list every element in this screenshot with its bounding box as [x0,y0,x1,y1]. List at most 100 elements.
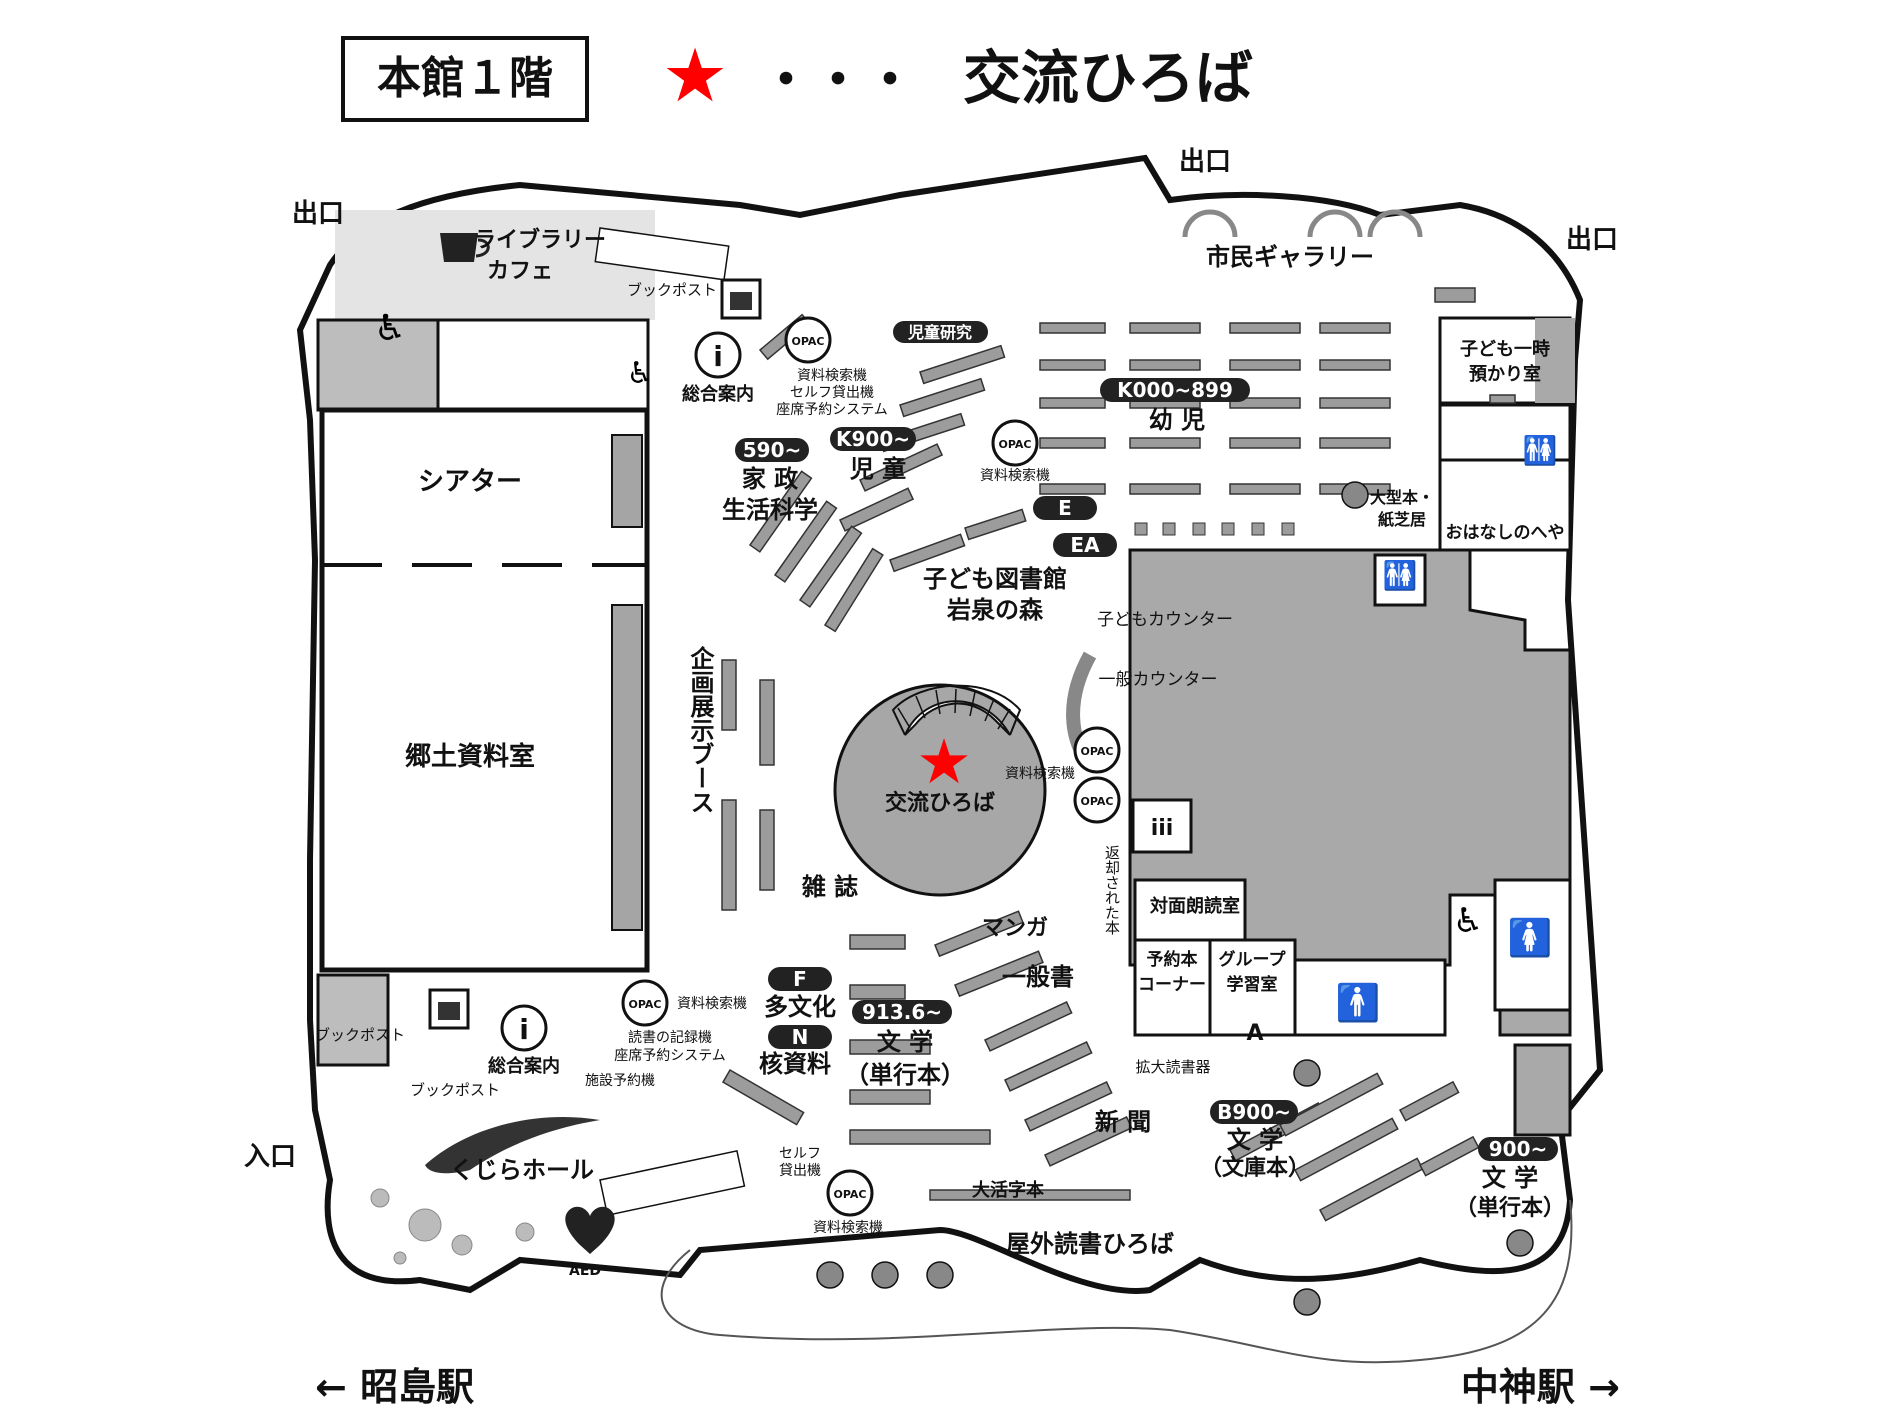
info-icon: i [500,1004,548,1052]
opac-icons: OPAC OPAC OPAC OPAC OPAC OPAC [621,316,1121,1217]
storytime-label: おはなしのへや [1446,523,1565,543]
restroom-icon: 🚻 [1383,559,1418,592]
restroom-icon: 🚻 [1523,434,1558,467]
gray-corner-right [1513,1043,1572,1137]
info-bottom-label: 総合案内 [488,1055,560,1077]
children-research-label: 児童研究 [907,323,972,342]
general-books-label: 一般書 [1002,963,1074,991]
opac-top-label-3: 座席予約システム [776,402,888,418]
svg-text:E: E [1058,496,1072,520]
local-history-label: 郷土資料室 [405,741,535,772]
plaza-circle [833,683,1047,897]
bookpost-left-label: ブックポスト [315,1026,405,1044]
opac-bottom-label: 資料検索機 [813,1219,883,1236]
entrance-label: 入口 [244,1142,296,1172]
lit-single-label-1: 文 学 [877,1028,933,1056]
children-research-badge [893,321,988,343]
svg-text:F: F [793,967,807,991]
lit-bunko-label-2: （文庫本） [1200,1155,1310,1181]
returned-books-label: 返却された本 [1103,845,1121,935]
opac-left-label-1: 資料検索機 [677,995,747,1012]
outdoor-label: 屋外読書ひろば [1006,1230,1174,1258]
floor-label-box [341,36,589,122]
general-counter-label: 一般カウンター [1099,670,1218,690]
svg-text:K900~: K900~ [836,427,910,451]
restroom-top-left [316,318,440,412]
exit-top-left: 出口 [292,199,344,229]
cafe-cup-icon [440,233,478,262]
elevator-icon [1131,798,1193,854]
outdoor-plaza-outline [660,1199,1573,1364]
gallery-label: 市民ギャラリー [1206,243,1374,271]
legend-text: 交流ひろば [963,44,1253,112]
childrens-library-label-1: 子ども図書館 [923,565,1067,593]
plaza-label: 交流ひろば [885,790,995,816]
svg-text:590~: 590~ [743,438,802,462]
floor-label: 本館１階 [377,53,553,104]
core-label: 核資料 [759,1050,831,1078]
self-checkout-label-2: 貸出機 [779,1163,821,1179]
svg-text:N: N [792,1025,809,1049]
reserve-label-2: コーナー [1138,975,1206,995]
exhibit-booth-label: 企画展示ブース [686,645,714,814]
newspapers-label: 新 聞 [1095,1108,1151,1136]
reading-room-label: 対面朗読室 [1149,895,1240,917]
gray-strip-right [1535,318,1575,403]
kids-counter-label: 子どもカウンター [1097,610,1233,630]
stairs-bottom [599,1150,746,1217]
cafe-label-2: カフェ [487,259,553,284]
svg-text:K000~899: K000~899 [1117,378,1233,402]
theater-room [319,407,650,973]
table-icons [816,481,1534,1316]
storytime-room [1438,458,1572,552]
wheelchair-icon: ♿ [374,308,406,349]
legend-dots: ・・・ [760,51,916,111]
childrens-library-label-2: 岩泉の森 [946,596,1044,624]
badges: 590~ K900~ K000~899 E EA F N 913.6~ B900… [735,378,1558,1161]
lit-single-label-2: （単行本） [845,1061,965,1089]
opac-left-label-3: 座席予約システム [614,1048,726,1064]
svg-text:900~: 900~ [1489,1137,1548,1161]
lit-right-label-2: （単行本） [1455,1195,1565,1221]
svg-text:OPAC: OPAC [792,335,825,348]
svg-text:i: i [519,1013,529,1046]
station-right: 中神駅 → [1461,1365,1620,1409]
large-print-label: 大活字本 [972,1179,1044,1201]
self-checkout-label-1: セルフ [779,1146,821,1162]
wheelchair-icon: ♿ [627,356,654,391]
lit-bunko-label-1: 文 学 [1227,1126,1283,1154]
svg-text:OPAC: OPAC [1081,745,1114,758]
shelf [611,604,643,931]
opac-plaza-label: 資料検索機 [1005,765,1075,782]
whale-hall-label: くじらホール [450,1156,594,1184]
group-label-1: グループ [1219,949,1287,970]
opac-top-label-1: 資料検索機 [797,367,867,384]
exit-top-center: 出口 [1179,147,1231,177]
opac-left-label-2: 読書の記録機 [628,1029,712,1046]
info-top-label: 総合案内 [682,383,754,405]
reserve-label-1: 予約本 [1147,949,1198,970]
toddler-label: 幼 児 [1149,406,1205,434]
bookpost-top-label: ブックポスト [627,281,717,299]
svg-text:OPAC: OPAC [1081,795,1114,808]
svg-text:i: i [713,340,723,373]
cafe-label-1: ライブラリー [474,227,606,253]
info-icon: i [694,331,742,379]
whale-icon [425,1117,600,1174]
station-left: ← 昭島駅 [315,1365,474,1409]
opac-kids-label: 資料検索機 [980,467,1050,484]
home-label-2: 生活科学 [722,496,818,524]
svg-text:OPAC: OPAC [999,438,1032,451]
restroom-bottom [1293,958,1447,1037]
restroom-small [1373,553,1427,607]
group-study-box [1208,938,1297,1037]
svg-text:A: A [1246,1021,1263,1046]
group-label-2: 学習室 [1227,974,1278,995]
kids-books-label: 児 童 [850,455,906,483]
svg-text:EA: EA [1070,533,1100,557]
childcare-label-1: 子ども一時 [1460,339,1550,360]
opac-top-label-2: セルフ貸出機 [790,385,874,401]
svg-text:OPAC: OPAC [834,1188,867,1201]
legend-star-icon: ★ [662,33,728,119]
reserve-corner-box [1133,938,1212,1037]
